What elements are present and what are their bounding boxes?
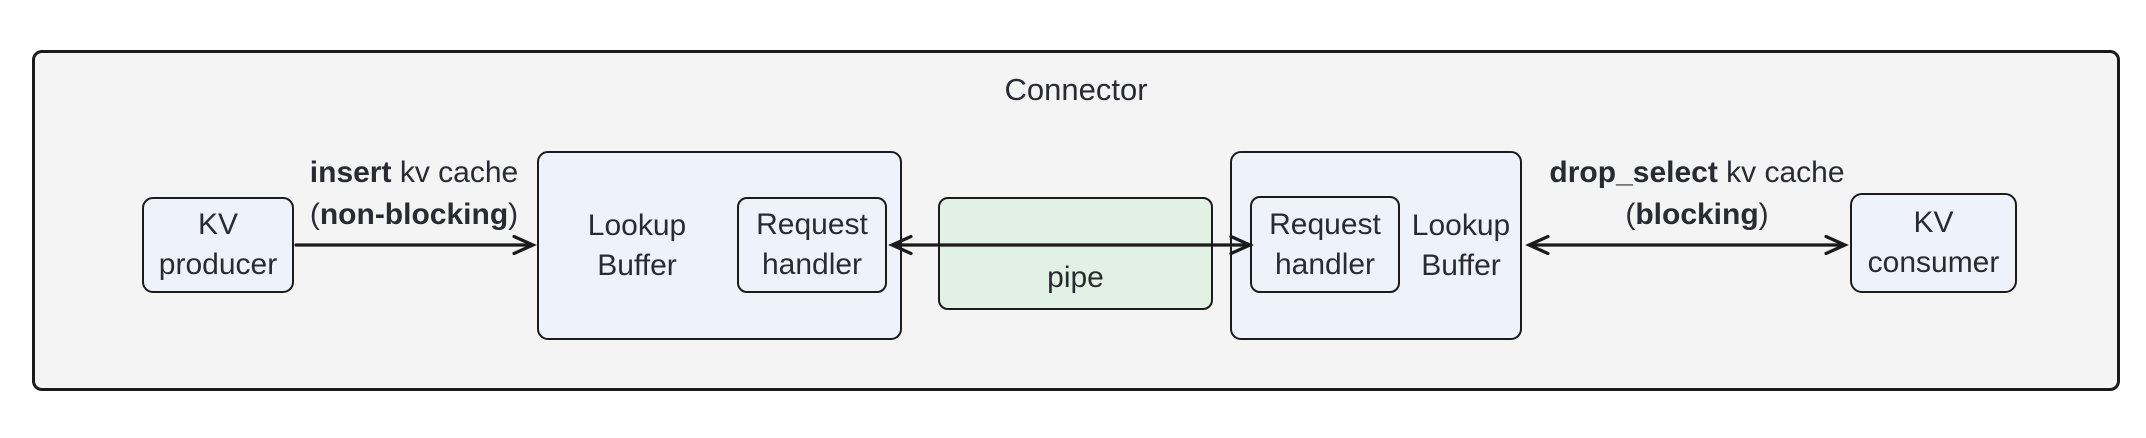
node-kv-consumer: KV consumer (1850, 193, 2017, 293)
edge-label-drop-select-line2: (blocking) (1625, 198, 1769, 231)
edge-label-insert-line2: (non-blocking) (309, 198, 519, 231)
node-request-handler-right-label: Request handler (1269, 207, 1381, 281)
edge-label-insert: insert kv cache (non-blocking) (244, 152, 584, 236)
node-lookup-buffer-left-label: Lookup Buffer (587, 208, 687, 282)
node-request-handler-right: Request handler (1250, 196, 1400, 293)
node-kv-producer: KV producer (142, 197, 294, 293)
node-kv-consumer-label: KV consumer (1867, 206, 2000, 279)
edge-label-drop-select: drop_select kv cache (blocking) (1527, 152, 1867, 236)
node-lookup-buffer-right-label: Lookup Buffer (1411, 208, 1511, 282)
edge-label-insert-line1: insert kv cache (309, 156, 519, 189)
node-request-handler-left-label: Request handler (756, 208, 868, 281)
edge-label-drop-select-line1: drop_select kv cache (1549, 156, 1845, 189)
node-request-handler-left: Request handler (737, 197, 887, 293)
connector-title: Connector (1004, 72, 1148, 107)
node-pipe: pipe (938, 197, 1213, 310)
node-pipe-label: pipe (1047, 261, 1104, 294)
node-kv-producer-label: KV producer (158, 208, 278, 281)
